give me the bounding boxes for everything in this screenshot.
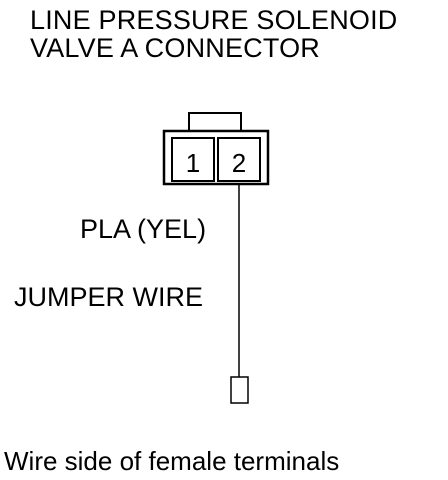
pin-number-2: 2 [232, 148, 246, 178]
wire-end-terminal [230, 376, 249, 404]
pin-number-1: 1 [186, 148, 200, 178]
wire-color-label: PLA (YEL) [80, 214, 207, 244]
jumper-wire-label: JUMPER WIRE [14, 282, 203, 312]
pin-cell-1 [171, 137, 215, 182]
pin-cell-2 [217, 137, 261, 182]
diagram-caption: Wire side of female terminals [4, 446, 340, 476]
diagram-title-line-2: VALVE A CONNECTOR [30, 33, 320, 63]
diagram-title-line-1: LINE PRESSURE SOLENOID [30, 5, 398, 35]
connector-lock-tab [188, 112, 242, 132]
